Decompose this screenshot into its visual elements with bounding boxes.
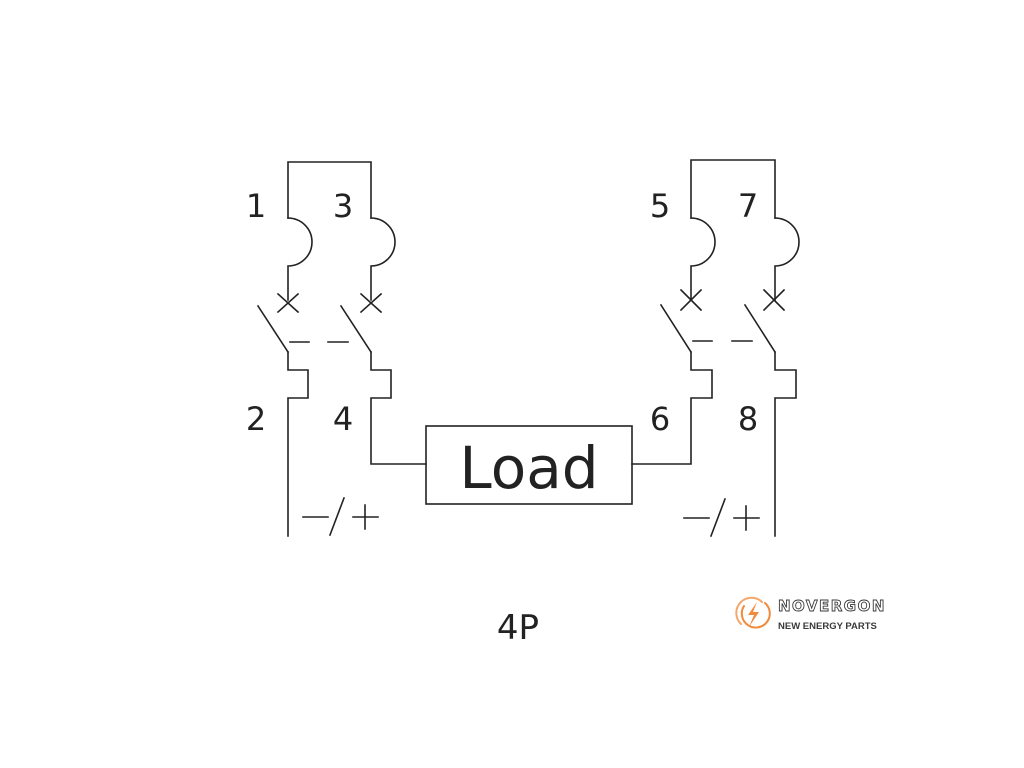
pole-1-trip-cross xyxy=(276,292,300,314)
left-top-bridge xyxy=(287,161,372,219)
terminal-4-label: 4 xyxy=(333,400,353,438)
pole-1-lower xyxy=(287,351,309,537)
brand-logo: NOVERGON NEW ENERGY PARTS xyxy=(735,596,886,632)
right-polarity-slash xyxy=(709,497,727,538)
pole-5-trip-cross xyxy=(679,288,703,312)
terminal-2-label: 2 xyxy=(246,400,266,438)
load-box xyxy=(425,425,633,505)
pole-3-lower xyxy=(370,351,427,465)
pole-3-trip-cross xyxy=(359,292,383,314)
pole-count-label: 4P xyxy=(497,608,539,648)
left-polarity-plus xyxy=(352,504,379,530)
pole-3-switch-blade xyxy=(339,304,373,354)
pole-3-coil xyxy=(370,217,396,301)
terminal-7-label: 7 xyxy=(738,187,758,225)
brand-tagline: NEW ENERGY PARTS xyxy=(778,621,877,632)
terminal-1-label: 1 xyxy=(246,187,266,225)
pole-7-coil xyxy=(774,217,800,301)
terminal-3-label: 3 xyxy=(333,187,353,225)
pole-7-trip-cross xyxy=(762,288,786,312)
load-label: Load xyxy=(459,434,598,502)
pole-5-switch-blade xyxy=(659,303,693,354)
left-pole-pair xyxy=(256,161,427,537)
brand-name: NOVERGON xyxy=(778,597,886,615)
terminal-8-label: 8 xyxy=(738,400,758,438)
pole-7-switch-blade xyxy=(743,303,777,354)
right-polarity-plus xyxy=(733,505,760,531)
pole-5-lower xyxy=(631,351,713,465)
lightning-circle-icon xyxy=(735,596,771,629)
right-pole-pair xyxy=(631,159,800,538)
left-polarity-slash xyxy=(328,496,346,537)
terminal-6-label: 6 xyxy=(650,400,670,438)
pole-1-switch-blade xyxy=(256,304,290,354)
pole-5-coil xyxy=(690,217,716,301)
pole-1-coil xyxy=(287,217,313,301)
terminal-5-label: 5 xyxy=(650,187,670,225)
right-top-bridge xyxy=(690,159,776,219)
pole-7-lower xyxy=(774,351,797,537)
